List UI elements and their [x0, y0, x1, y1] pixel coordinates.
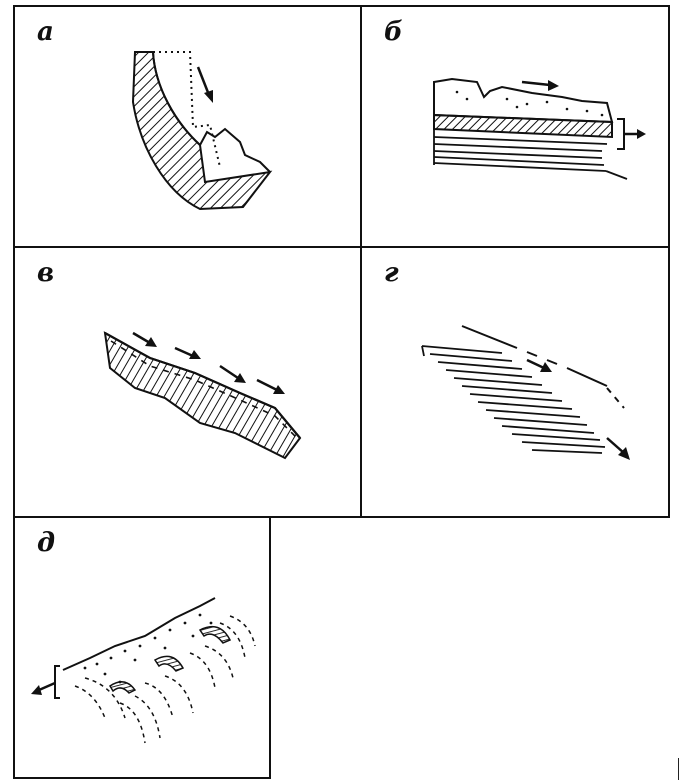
- panel-label: г: [384, 258, 399, 288]
- flow-diagram: [103, 331, 302, 460]
- stray-mark: [678, 758, 679, 780]
- arrow-icon: [196, 66, 211, 96]
- rockfall-diagram: [131, 51, 273, 211]
- panel-a: а: [13, 5, 362, 248]
- solifluction-diagram: [31, 597, 256, 744]
- panel-d: д: [13, 516, 271, 779]
- arrow-icon: [606, 437, 625, 454]
- panel-b: б: [360, 5, 670, 248]
- arrow-icon: [38, 681, 56, 692]
- panel-label: а: [37, 17, 54, 47]
- panel-label: б: [384, 17, 403, 47]
- creep-diagram: [421, 325, 630, 460]
- panel-label: д: [37, 528, 56, 558]
- panel-g: г: [360, 246, 670, 518]
- slide-diagram: [433, 77, 646, 180]
- arrow-icon: [526, 358, 545, 370]
- panel-label: в: [37, 258, 55, 288]
- arrow-icon: [521, 80, 551, 87]
- panel-v: в: [13, 246, 362, 518]
